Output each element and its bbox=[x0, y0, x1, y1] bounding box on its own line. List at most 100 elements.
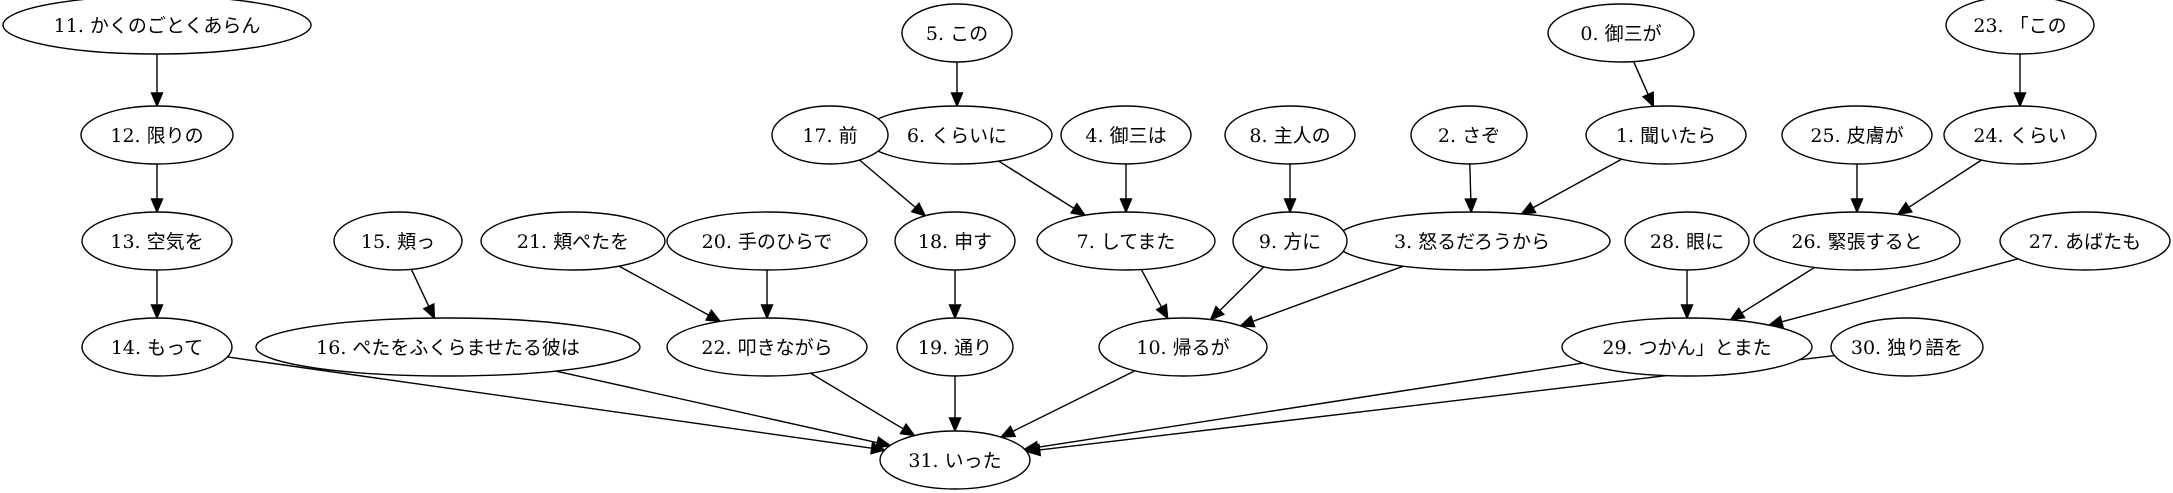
node-12-label: 12. 限りの bbox=[110, 125, 203, 147]
edge-2-to-3-line bbox=[1469, 163, 1472, 200]
node-31: 31. いった bbox=[879, 430, 1031, 490]
edge-15-to-16 bbox=[410, 269, 436, 320]
edge-25-to-26 bbox=[1850, 164, 1864, 214]
edge-16-to-31-arrowhead bbox=[875, 436, 892, 449]
node-5: 5. この bbox=[901, 3, 1013, 63]
edge-4-to-7 bbox=[1119, 164, 1133, 214]
node-18-label: 18. 申す bbox=[918, 231, 992, 253]
node-27: 27. あばたも bbox=[1999, 211, 2171, 271]
node-19-label: 19. 通り bbox=[918, 337, 992, 359]
edge-21-to-22 bbox=[618, 265, 722, 323]
node-28: 28. 眼に bbox=[1624, 211, 1750, 271]
edge-23-to-24 bbox=[2013, 54, 2027, 108]
edge-23-to-24-arrowhead bbox=[2013, 92, 2027, 108]
edge-7-to-10-line bbox=[1140, 269, 1163, 308]
node-17: 17. 前 bbox=[771, 105, 889, 165]
node-21: 21. 頬ぺたを bbox=[480, 211, 666, 271]
edge-13-to-14 bbox=[150, 270, 164, 320]
node-30-ellipse bbox=[1830, 317, 1984, 377]
edge-11-to-12-arrowhead bbox=[150, 92, 164, 108]
edge-26-to-29-line bbox=[1741, 266, 1815, 314]
edge-21-to-22-arrowhead bbox=[704, 309, 722, 323]
node-16: 16. ぺたをふくらませたる彼は bbox=[255, 317, 641, 377]
edge-22-to-31-arrowhead bbox=[899, 422, 916, 437]
node-16-label: 16. ぺたをふくらませたる彼は bbox=[316, 337, 580, 359]
node-5-ellipse bbox=[901, 3, 1013, 63]
edge-24-to-26-arrowhead bbox=[1896, 201, 1913, 216]
node-22: 22. 叩きながら bbox=[666, 317, 868, 377]
node-25-label: 25. 皮膚が bbox=[1810, 125, 1903, 147]
edge-27-to-29-line bbox=[1781, 258, 2019, 323]
node-7-ellipse bbox=[1036, 211, 1216, 271]
node-3-label: 3. 怒るだろうから bbox=[1394, 231, 1550, 253]
node-24-ellipse bbox=[1943, 105, 2097, 165]
node-5-label: 5. この bbox=[926, 23, 988, 45]
node-25-ellipse bbox=[1781, 105, 1933, 165]
node-20-label: 20. 手のひらで bbox=[702, 231, 833, 253]
node-24: 24. くらい bbox=[1943, 105, 2097, 165]
node-0-ellipse bbox=[1547, 3, 1695, 63]
node-1: 1. 聞いたら bbox=[1585, 105, 1747, 165]
node-7-label: 7. してまた bbox=[1077, 231, 1176, 253]
edge-3-to-10-arrowhead bbox=[1238, 315, 1256, 328]
node-20-ellipse bbox=[666, 211, 868, 271]
edge-17-to-18 bbox=[859, 159, 927, 217]
node-11: 11. かくのごとくあらん bbox=[2, 0, 312, 55]
node-31-ellipse bbox=[879, 430, 1031, 490]
edge-12-to-13-arrowhead bbox=[150, 198, 164, 214]
node-4-label: 4. 御三は bbox=[1085, 125, 1166, 147]
node-15-label: 15. 頬っ bbox=[361, 231, 435, 253]
edge-7-to-10 bbox=[1140, 269, 1169, 321]
edge-26-to-29 bbox=[1729, 266, 1815, 321]
node-15: 15. 頬っ bbox=[333, 211, 463, 271]
edge-6-to-7-line bbox=[998, 160, 1075, 209]
edge-15-to-16-arrowhead bbox=[422, 302, 436, 320]
edge-4-to-7-arrowhead bbox=[1119, 198, 1133, 214]
node-13-ellipse bbox=[81, 211, 233, 271]
edge-20-to-22-arrowhead bbox=[760, 304, 774, 320]
edge-22-to-31-line bbox=[810, 372, 904, 430]
node-15-ellipse bbox=[333, 211, 463, 271]
node-23-ellipse bbox=[1945, 0, 2095, 55]
node-24-label: 24. くらい bbox=[1973, 125, 2066, 147]
node-13: 13. 空気を bbox=[81, 211, 233, 271]
edge-28-to-29-arrowhead bbox=[1680, 304, 1694, 320]
node-16-ellipse bbox=[255, 317, 641, 377]
edge-7-to-10-arrowhead bbox=[1155, 303, 1169, 321]
node-14-label: 14. もって bbox=[111, 337, 203, 359]
node-26-label: 26. 緊張すると bbox=[1791, 231, 1922, 253]
node-22-ellipse bbox=[666, 317, 868, 377]
node-23-label: 23. 「この bbox=[1973, 15, 2066, 37]
edge-1-to-3-arrowhead bbox=[1519, 201, 1537, 215]
node-0: 0. 御三が bbox=[1547, 3, 1695, 63]
node-10-label: 10. 帰るが bbox=[1136, 337, 1229, 359]
node-11-label: 11. かくのごとくあらん bbox=[54, 15, 261, 37]
edge-0-to-1 bbox=[1632, 61, 1655, 109]
edge-3-to-10 bbox=[1238, 265, 1404, 328]
edge-14-to-31-line bbox=[227, 356, 872, 449]
edge-18-to-19-arrowhead bbox=[948, 304, 962, 320]
node-10: 10. 帰るが bbox=[1098, 317, 1268, 377]
edge-13-to-14-arrowhead bbox=[150, 304, 164, 320]
node-9-label: 9. 方に bbox=[1259, 231, 1321, 253]
edge-16-to-31 bbox=[555, 370, 892, 449]
node-2-label: 2. さぞ bbox=[1438, 125, 1500, 147]
node-3: 3. 怒るだろうから bbox=[1333, 211, 1611, 271]
edge-5-to-6 bbox=[950, 62, 964, 108]
node-25: 25. 皮膚が bbox=[1781, 105, 1933, 165]
edge-15-to-16-line bbox=[410, 269, 430, 307]
node-2-ellipse bbox=[1410, 105, 1528, 165]
node-11-ellipse bbox=[2, 0, 312, 55]
node-22-label: 22. 叩きながら bbox=[701, 337, 832, 359]
edge-16-to-31-line bbox=[555, 370, 878, 444]
node-4-ellipse bbox=[1060, 105, 1192, 165]
node-12-ellipse bbox=[80, 105, 234, 165]
edge-8-to-9-arrowhead bbox=[1283, 198, 1297, 214]
node-13-label: 13. 空気を bbox=[110, 231, 203, 253]
edge-1-to-3-line bbox=[1532, 158, 1623, 209]
node-21-label: 21. 頬ぺたを bbox=[517, 231, 629, 253]
edge-20-to-22 bbox=[760, 270, 774, 320]
node-21-ellipse bbox=[480, 211, 666, 271]
node-26-ellipse bbox=[1753, 211, 1961, 271]
